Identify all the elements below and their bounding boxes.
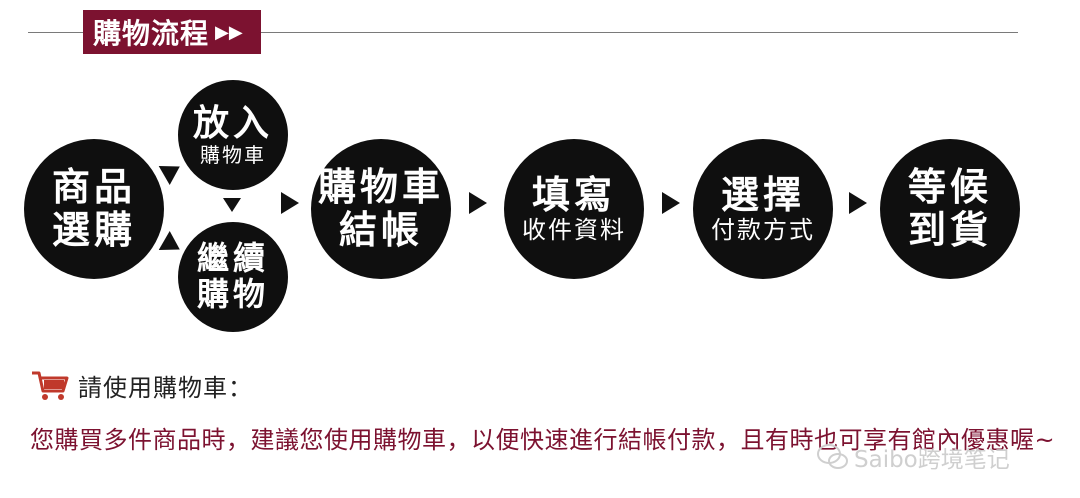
step-select-product: 商品 選購 [24, 139, 164, 279]
step-line: 商品 [51, 165, 136, 210]
cart-usage-title: 請使用購物車： [78, 374, 253, 402]
shopping-cart-icon [32, 371, 69, 400]
arrow-right-icon [281, 192, 299, 214]
arrow-right-icon [158, 156, 186, 186]
step-cart-checkout: 購物車 結帳 [311, 139, 451, 279]
step-line: 收件資料 [522, 215, 626, 244]
arrow-down-icon [223, 198, 241, 212]
wechat-icon [817, 444, 848, 469]
arrow-right-icon [469, 192, 487, 214]
arrow-right-icon [849, 192, 867, 214]
step-line: 選購 [51, 208, 136, 252]
step-fill-info: 填寫 收件資料 [504, 139, 644, 279]
section-title: 購物流程 [93, 17, 210, 50]
step-line: 放入 [192, 102, 273, 144]
step-line: 繼續 [196, 239, 269, 278]
step-choose-payment: 選擇 付款方式 [693, 139, 833, 279]
step-line: 購物車 [200, 142, 266, 167]
step-line: 購物車 [317, 165, 444, 210]
step-line: 購物 [196, 275, 269, 313]
step-line: 到貨 [907, 208, 992, 252]
step-line: 填寫 [531, 173, 616, 218]
watermark-text: Saibo跨境笔记 [854, 447, 1010, 473]
step-continue-shopping: 繼續 購物 [178, 222, 288, 332]
step-line: 結帳 [338, 208, 423, 252]
cart-usage-heading: 請使用購物車： [30, 368, 253, 403]
step-line: 選擇 [720, 173, 805, 218]
step-add-to-cart: 放入 購物車 [178, 80, 288, 190]
section-title-tag: 購物流程 ▶▶ [83, 10, 261, 54]
arrow-right-icon [662, 192, 680, 214]
step-await-delivery: 等候 到貨 [880, 139, 1020, 279]
step-line: 等候 [907, 165, 992, 210]
step-line: 付款方式 [711, 215, 815, 244]
double-arrow-icon: ▶▶ [215, 21, 243, 43]
header-divider [28, 32, 1018, 33]
cart-usage-notice: 您購買多件商品時，建議您使用購物車，以便快速進行結帳付款，且有時也可享有館內優惠… [30, 426, 1056, 454]
watermark: Saibo跨境笔记 [816, 440, 1010, 474]
